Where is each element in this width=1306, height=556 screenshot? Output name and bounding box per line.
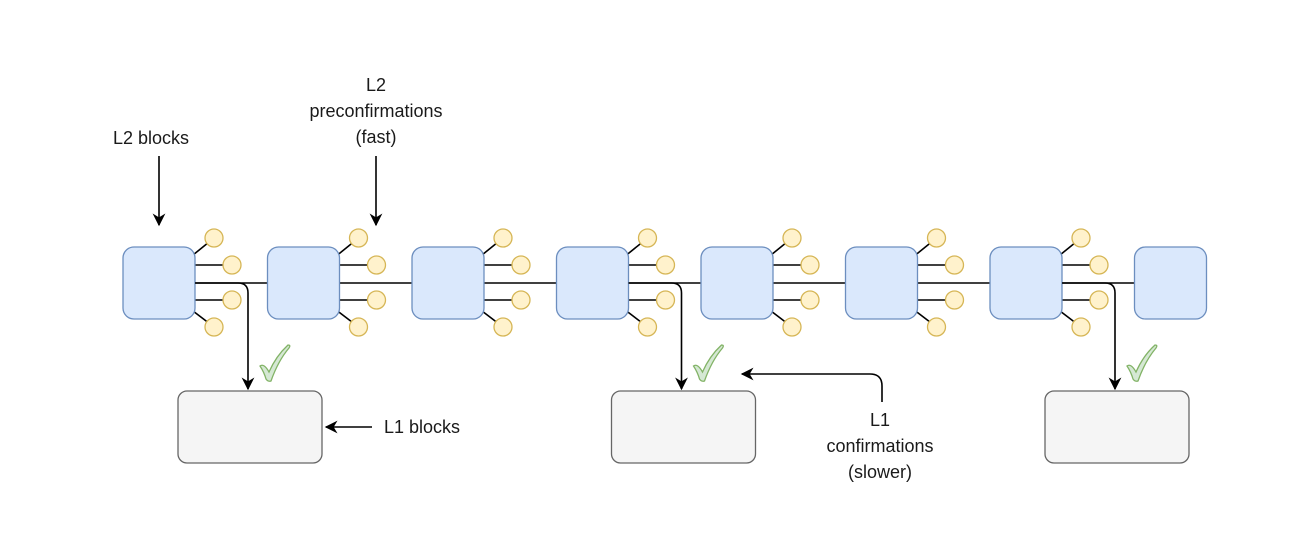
l1-blocks-label: L1 blocks bbox=[384, 417, 461, 437]
preconfirmation-dot bbox=[348, 317, 369, 337]
l1-block-unit bbox=[1044, 282, 1190, 464]
preconfirmation-dot bbox=[366, 290, 387, 310]
preconfirmation-dot bbox=[1071, 228, 1091, 248]
check-icon bbox=[1126, 344, 1158, 382]
preconfirmation-dot bbox=[800, 255, 820, 275]
preconfirmation-dot bbox=[637, 228, 658, 248]
preconfirmation-dot bbox=[204, 228, 224, 248]
check-icon bbox=[692, 344, 724, 382]
preconfirmation-dot bbox=[782, 228, 802, 248]
preconfirmation-dot bbox=[366, 255, 387, 275]
l1-conf-label-line1: L1 bbox=[869, 410, 891, 430]
l2-block bbox=[555, 246, 630, 320]
l2-block bbox=[411, 246, 485, 320]
preconfirmation-dot bbox=[204, 317, 224, 337]
l2-preconf-label-line1: L2 bbox=[365, 75, 387, 95]
l1-block bbox=[1044, 390, 1190, 464]
l2-preconf-label-line3: (fast) bbox=[355, 127, 397, 147]
preconfirmation-dot bbox=[222, 255, 242, 275]
preconfirmation-dot bbox=[222, 290, 242, 310]
check-icon bbox=[259, 344, 291, 382]
preconfirmation-dot bbox=[655, 290, 676, 310]
l2-block-unit bbox=[411, 228, 531, 337]
l2-block-unit bbox=[266, 228, 387, 337]
l2-block-unit bbox=[844, 228, 965, 337]
l2-block bbox=[700, 246, 774, 320]
preconfirmation-dot bbox=[1089, 290, 1109, 310]
preconfirmation-dot bbox=[1089, 255, 1109, 275]
l1-conf-label-line3: (slower) bbox=[847, 462, 912, 482]
preconfirmation-dot bbox=[493, 228, 513, 248]
l1-conf-label-line2: confirmations bbox=[826, 436, 934, 456]
l1-block-unit bbox=[610, 282, 757, 464]
l2-block bbox=[266, 246, 341, 320]
l2-block-unit bbox=[555, 228, 676, 337]
preconfirmation-dot bbox=[511, 255, 531, 275]
preconfirmation-dot bbox=[1071, 317, 1091, 337]
l1-block bbox=[610, 390, 757, 464]
preconfirmation-dot bbox=[944, 290, 965, 310]
l1-commit-arrow bbox=[195, 282, 255, 391]
l2-block-group bbox=[122, 228, 1208, 337]
preconfirmation-dot bbox=[782, 317, 802, 337]
l2-block-unit bbox=[700, 228, 820, 337]
l2-block-unit bbox=[989, 228, 1109, 337]
preconfirmation-dot bbox=[511, 290, 531, 310]
l2-block bbox=[989, 246, 1063, 320]
l2-preconf-label-line2: preconfirmations bbox=[309, 101, 443, 121]
l1-block bbox=[177, 390, 323, 464]
preconfirmation-dot bbox=[926, 317, 947, 337]
annotation-group bbox=[152, 156, 883, 434]
l2-blocks-label: L2 blocks bbox=[113, 128, 190, 148]
l2-block bbox=[122, 246, 196, 320]
l2-block-unit bbox=[122, 228, 242, 337]
l1-block-unit bbox=[177, 282, 323, 464]
l2-block bbox=[1133, 246, 1208, 320]
preconfirmation-dot bbox=[348, 228, 369, 248]
preconfirmation-dot bbox=[800, 290, 820, 310]
l1-block-group bbox=[177, 282, 1190, 464]
l2-block-unit bbox=[1133, 246, 1208, 320]
preconfirmation-dot bbox=[944, 255, 965, 275]
preconfirmation-dot bbox=[637, 317, 658, 337]
preconfirmation-dot bbox=[493, 317, 513, 337]
l1-conf-arrow bbox=[740, 367, 883, 402]
l1-commit-arrow bbox=[1062, 282, 1122, 391]
preconfirmation-dot bbox=[655, 255, 676, 275]
l1-commit-arrow bbox=[628, 282, 688, 391]
preconfirmation-dot bbox=[926, 228, 947, 248]
l2-block bbox=[844, 246, 919, 320]
